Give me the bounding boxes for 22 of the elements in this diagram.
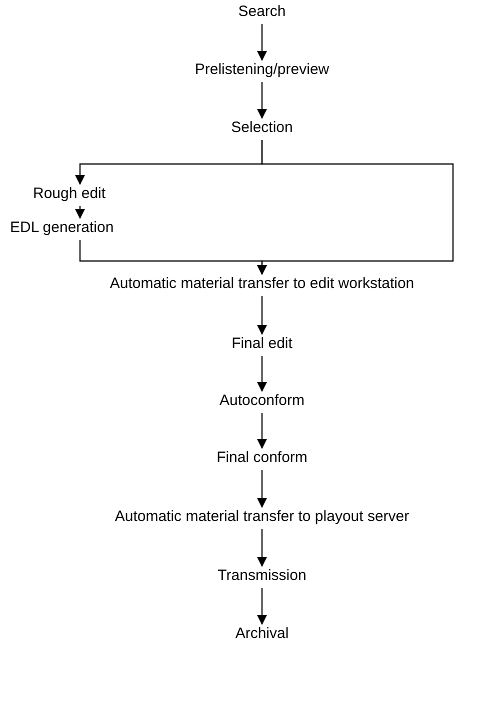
- arrow: [257, 24, 267, 61]
- step-label: EDL generation: [10, 219, 114, 237]
- step-label: Prelistening/preview: [194, 61, 330, 79]
- arrow: [79, 240, 267, 275]
- step-label: Search: [238, 3, 286, 21]
- arrow: [257, 529, 267, 567]
- step-label: Final conform: [216, 449, 308, 467]
- step-label: Final edit: [232, 335, 292, 353]
- step-label: Automatic material transfer to playout server: [114, 508, 410, 526]
- arrow: [75, 206, 85, 219]
- arrow: [257, 356, 267, 392]
- step-label: Transmission: [218, 567, 306, 585]
- step-label: Archival: [235, 625, 289, 643]
- arrow: [257, 470, 267, 508]
- step-label: Selection: [231, 119, 293, 137]
- step-label: Rough edit: [33, 185, 106, 203]
- arrow: [257, 82, 267, 119]
- step-label: Automatic material transfer to edit workstation: [110, 275, 414, 293]
- step-label: Autoconform: [219, 392, 305, 410]
- arrow: [257, 413, 267, 449]
- arrow: [257, 588, 267, 625]
- arrow: [257, 296, 267, 335]
